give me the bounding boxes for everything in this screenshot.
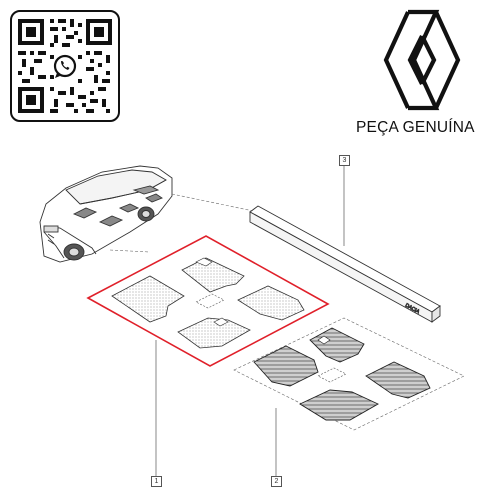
qr-code[interactable] <box>10 10 120 122</box>
callout-1: 1 <box>151 476 162 487</box>
whatsapp-icon <box>51 53 79 81</box>
callout-3: 3 <box>339 155 350 166</box>
car-illustration <box>39 165 173 263</box>
callout-2: 2 <box>271 476 282 487</box>
highlight-frame <box>86 235 330 367</box>
rubber-mat-set <box>233 317 465 431</box>
textile-mat-set <box>86 235 330 367</box>
genuine-part-label: PEÇA GENUÍNA <box>356 119 475 136</box>
renault-diamond-logo <box>383 9 461 111</box>
